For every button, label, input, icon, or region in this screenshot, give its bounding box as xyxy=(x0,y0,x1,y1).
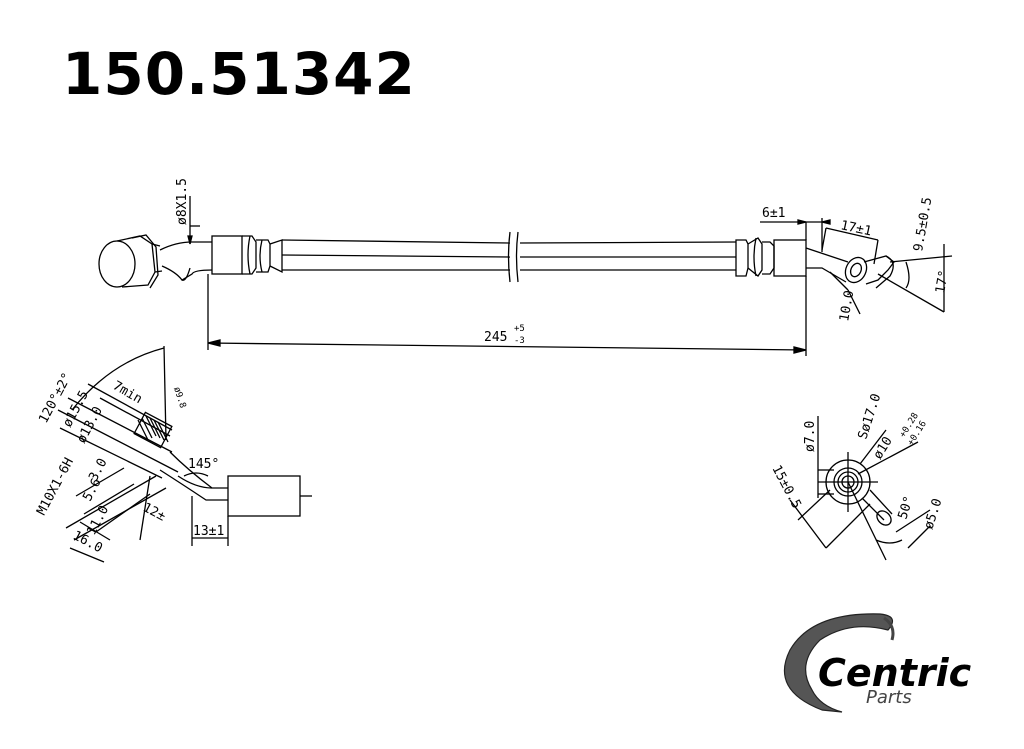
banjo-dia-5-label: ø5.0 xyxy=(922,497,946,531)
fitting-small-dim-label: ø9.8 xyxy=(171,386,187,410)
logo-swoosh xyxy=(783,613,894,713)
thread-label: ø8X1.5 xyxy=(175,178,190,225)
end-offset-label: 6±1 xyxy=(762,206,785,221)
logo-sub: Parts xyxy=(866,687,912,708)
main-hose-drawing xyxy=(98,196,953,356)
fitting-min-label: 7min xyxy=(110,378,145,407)
fitting-detail-drawing xyxy=(57,345,312,563)
bend-angle-label: 17° xyxy=(933,269,952,295)
banjo-offset-label: 15±0.5 xyxy=(768,463,803,512)
centric-logo: Centric Parts xyxy=(783,613,972,713)
length-tol-minus: -3 xyxy=(514,336,525,346)
banjo-angle-label: 50° xyxy=(896,494,918,521)
fitting-thread-label: M10X1-6H xyxy=(34,456,77,518)
bend-length-label: 17±1 xyxy=(839,218,873,239)
fitting-dim-13-label: 13±1 xyxy=(193,524,224,539)
banjo-dia-7-label: ø7.0 xyxy=(803,421,818,452)
length-tol-plus: +5 xyxy=(514,324,525,334)
banjo-sphere-label: Sø17.0 xyxy=(856,392,885,441)
part-number-title: 150.51342 xyxy=(62,40,416,108)
bracket-offset-label: 9.5±0.5 xyxy=(911,196,935,253)
fitting-dim-12-label: 12± xyxy=(140,500,168,524)
logo-brand: Centric xyxy=(818,651,972,695)
banjo-bore-label: ø10 xyxy=(871,434,896,462)
length-label: 245 xyxy=(484,330,507,345)
bracket-height-label: 10.0 xyxy=(837,289,857,322)
banjo-detail-drawing xyxy=(789,416,931,561)
fitting-bend-label: 145° xyxy=(188,457,219,472)
